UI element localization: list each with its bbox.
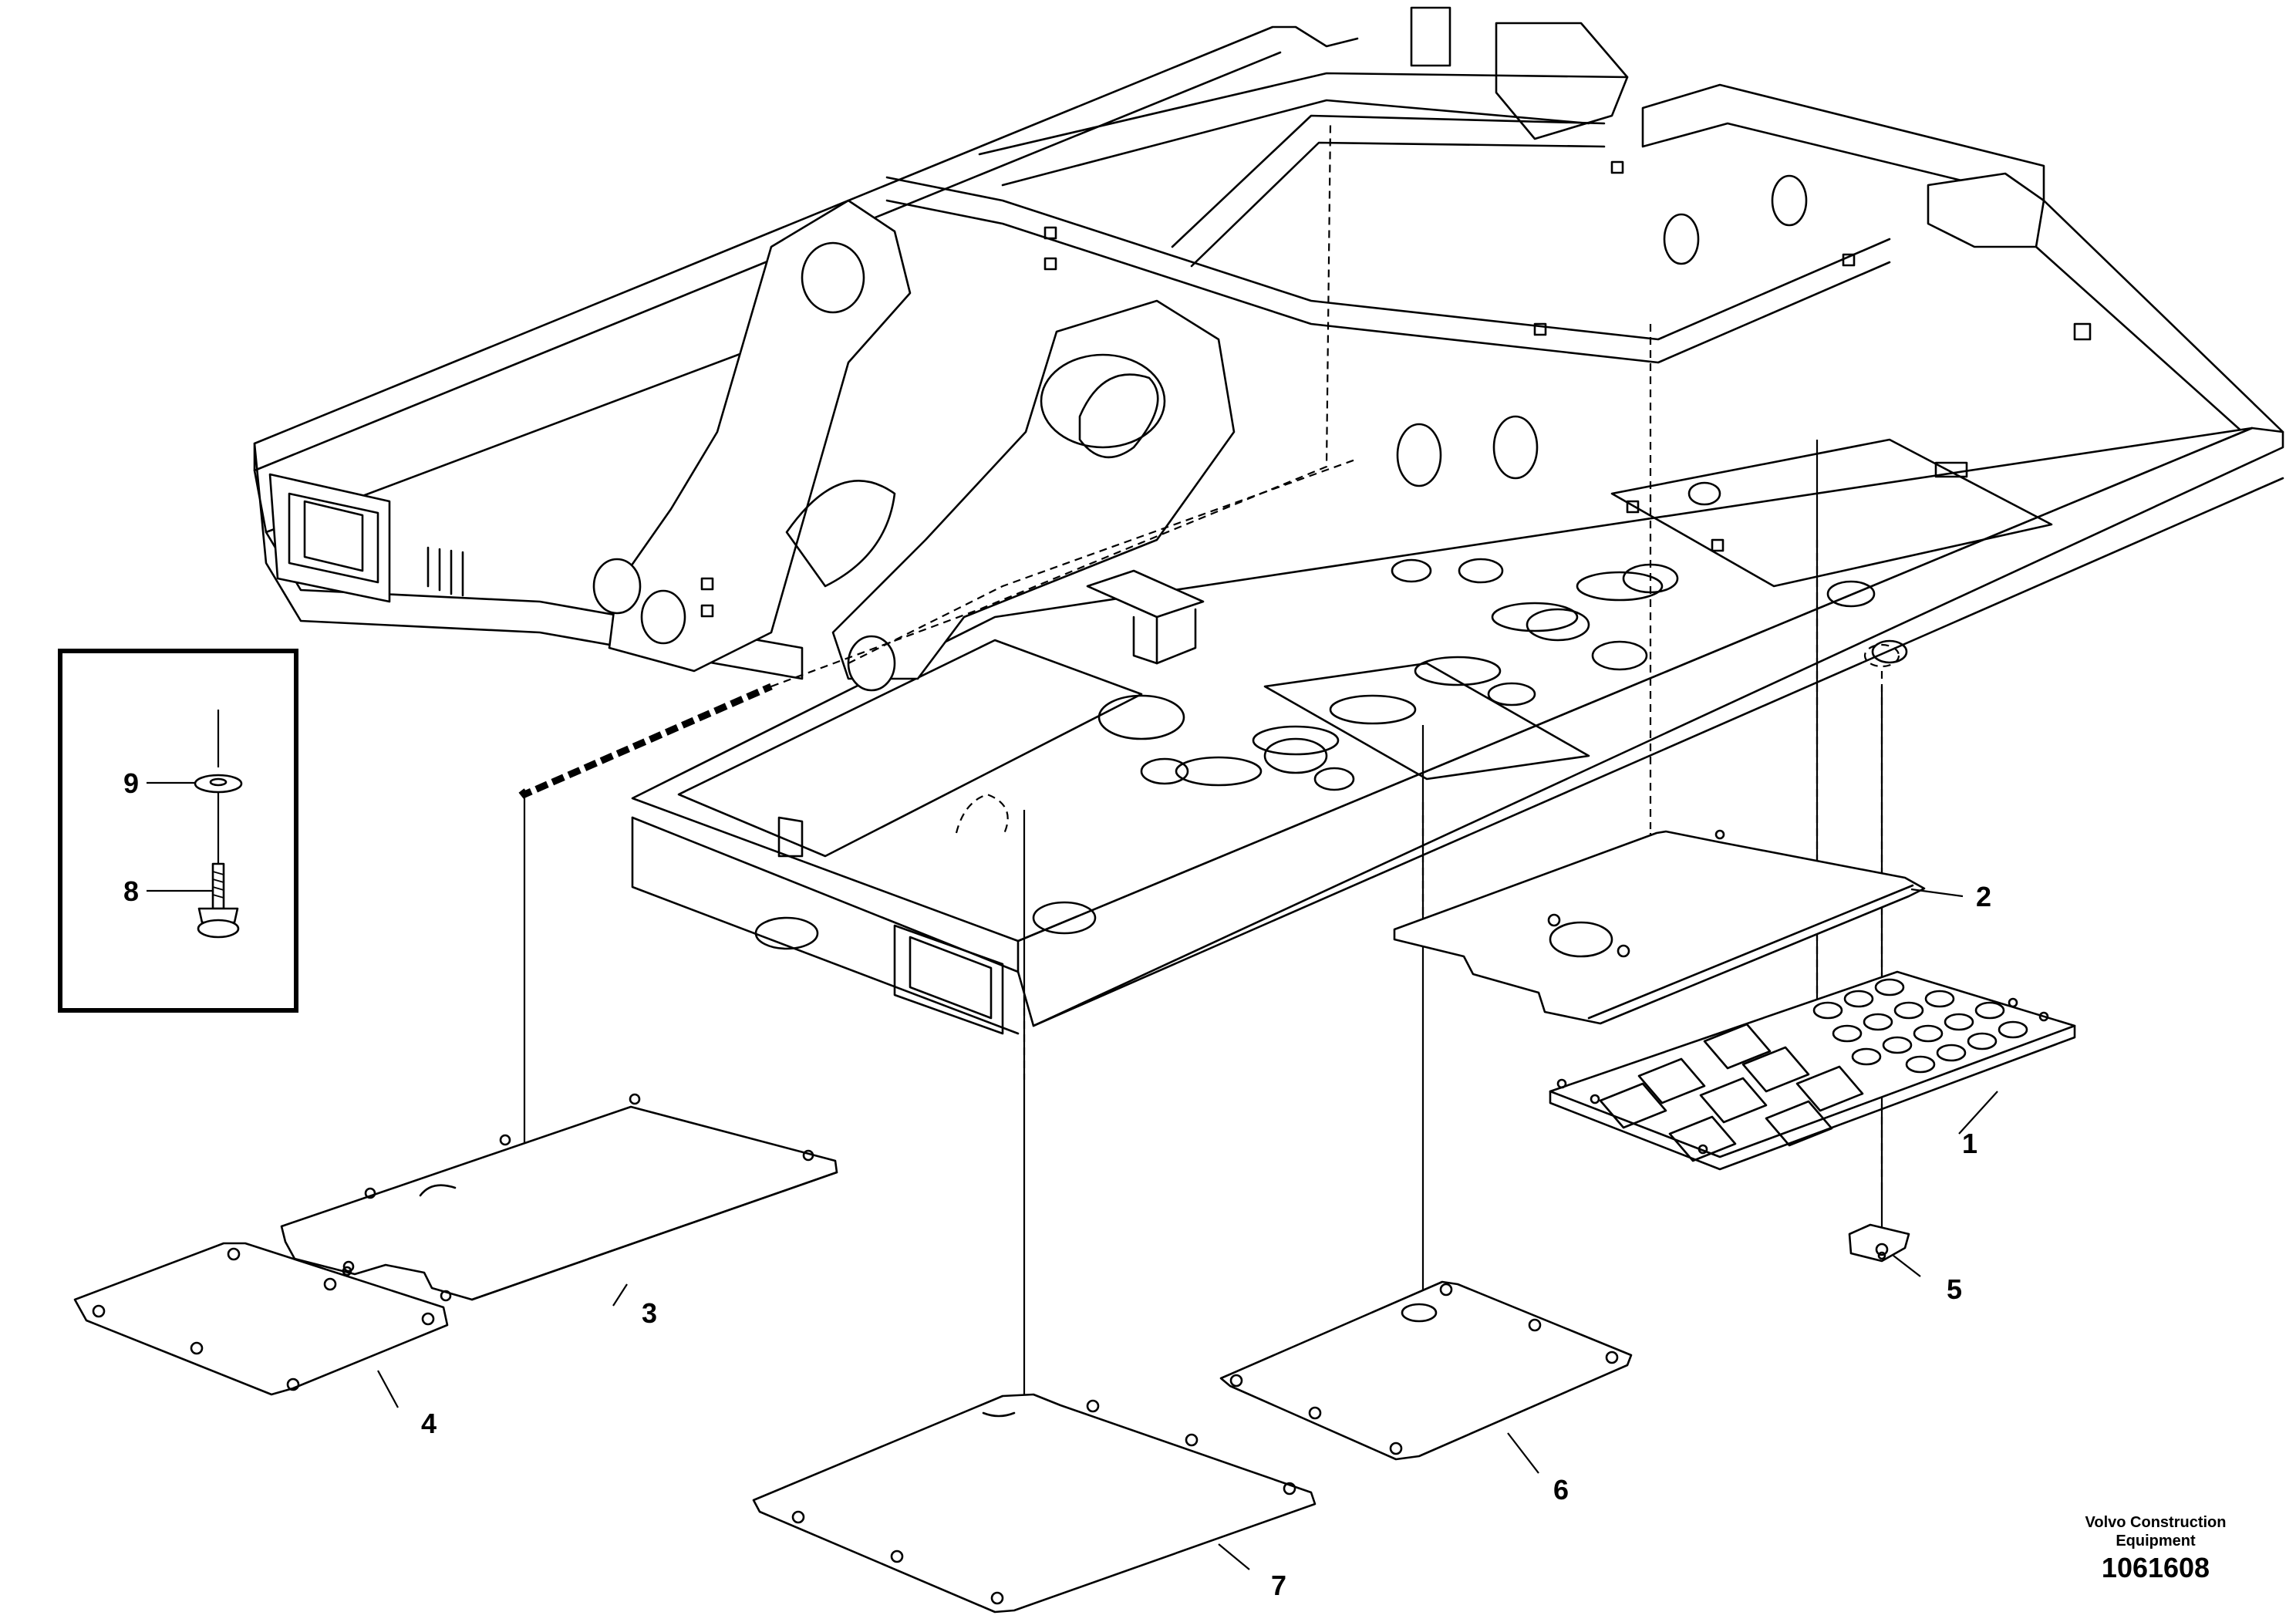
callout-2: 2 xyxy=(1976,881,1991,912)
callout-leaders xyxy=(377,888,1998,1570)
callout-3: 3 xyxy=(642,1297,657,1329)
callout-4: 4 xyxy=(421,1408,437,1439)
callout-8: 8 xyxy=(123,875,139,907)
part-1-grille-plate xyxy=(1549,970,2076,1171)
part-4-left-plate xyxy=(73,1242,449,1396)
callout-5: 5 xyxy=(1947,1273,1962,1305)
part-6-hole-plate xyxy=(1219,1280,1633,1461)
part-3-large-plate xyxy=(280,1093,838,1302)
part-5-small-plate xyxy=(1848,1223,1910,1263)
drawing-number: 1061608 xyxy=(2101,1552,2210,1583)
part-2-cover-plate xyxy=(1393,829,1926,1025)
callout-9: 9 xyxy=(123,767,139,799)
hardware-inset xyxy=(58,649,298,1013)
callout-1: 1 xyxy=(1962,1128,1977,1159)
brand-label: Volvo Construction Equipment xyxy=(2085,1514,2227,1549)
bolt-icon xyxy=(197,862,240,939)
callout-7: 7 xyxy=(1271,1570,1286,1601)
callout-6: 6 xyxy=(1553,1474,1569,1506)
washer-icon xyxy=(194,774,243,794)
upper-frame xyxy=(253,6,2284,1035)
callout-labels: 1 2 3 4 5 6 7 8 9 xyxy=(123,767,1991,1601)
part-7-bottom-plate xyxy=(752,1393,1317,1614)
